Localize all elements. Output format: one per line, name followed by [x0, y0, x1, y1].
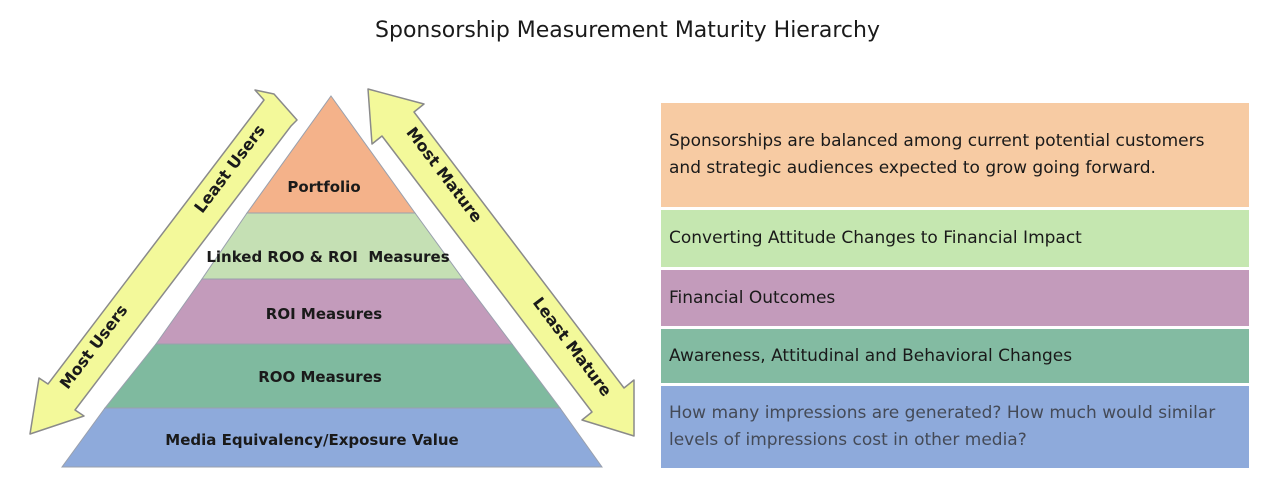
tier-media-equivalency-label: Media Equivalency/Exposure Value	[165, 431, 458, 449]
description-boxes: Sponsorships are balanced among current …	[661, 103, 1249, 468]
tier-media-equivalency-shape	[61, 407, 603, 468]
description-media-equivalency: How many impressions are generated? How …	[661, 386, 1249, 468]
maturity-pyramid-diagram: Least Users Most Users Most Mature Least…	[29, 88, 635, 468]
tier-linked-measures-shape	[201, 212, 464, 280]
description-roo-measures: Awareness, Attitudinal and Behavioral Ch…	[661, 329, 1249, 386]
left-arrow-shape	[29, 89, 298, 435]
tier-roo-measures-label: ROO Measures	[258, 368, 382, 386]
tier-linked-measures-label: Linked ROO & ROI Measures	[206, 248, 449, 266]
page-title: Sponsorship Measurement Maturity Hierarc…	[375, 18, 880, 43]
tier-portfolio-label: Portfolio	[287, 178, 360, 196]
tier-roi-measures-label: ROI Measures	[266, 305, 383, 323]
description-roi-measures: Financial Outcomes	[661, 270, 1249, 329]
description-portfolio: Sponsorships are balanced among current …	[661, 103, 1249, 210]
pyramid-tiers: Portfolio Linked ROO & ROI Measures ROI …	[61, 95, 603, 468]
right-arrow-shape	[367, 88, 635, 437]
description-linked-measures: Converting Attitude Changes to Financial…	[661, 210, 1249, 270]
